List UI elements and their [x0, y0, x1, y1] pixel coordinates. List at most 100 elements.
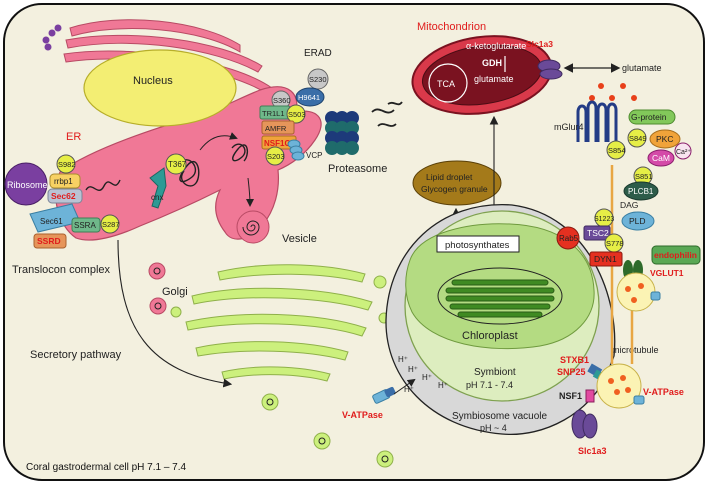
- nsf1c-label: NSF1C: [264, 139, 290, 148]
- calcium-ion: [674, 142, 692, 160]
- s230-label: S230: [309, 75, 327, 84]
- snp25-label: SNP25: [557, 367, 586, 377]
- tca-cycle: [428, 63, 468, 103]
- s230-site: [307, 68, 329, 90]
- vesicle-vatpase: [633, 395, 645, 405]
- slc1a3-mito-label: Slc1a3: [526, 39, 553, 49]
- vglut-vesicle: [596, 363, 642, 409]
- cell-label: Coral gastrodermal cell pH 7.1 – 7.4: [26, 462, 187, 473]
- slc1a3-vacuole-label: Slc1a3: [578, 446, 607, 456]
- proton-label: H⁺: [398, 355, 408, 364]
- t367-site: [165, 153, 187, 175]
- pld-label: PLD: [629, 216, 646, 226]
- s854-label: S854: [608, 146, 626, 155]
- secretory-arrow: [117, 239, 233, 388]
- tca-label: TCA: [437, 79, 455, 89]
- protein-tangle: [231, 143, 249, 162]
- endocytic-vesicle: [616, 272, 656, 312]
- ssra-label: SSRA: [74, 221, 96, 230]
- gdh-label: GDH: [482, 58, 502, 68]
- vesicle-label: Vesicle: [282, 233, 317, 245]
- s360-label: S360: [273, 96, 291, 105]
- dag-label: DAG: [620, 200, 638, 210]
- vesicle: [236, 210, 270, 244]
- h9641-label: H9641: [298, 93, 320, 102]
- s854-site: [606, 140, 626, 160]
- dyn1-label: DYN1: [594, 254, 617, 264]
- s287-site: [100, 214, 120, 234]
- h9641: [295, 87, 325, 107]
- peptide-fragments: [371, 101, 403, 127]
- mitochondrion: [411, 35, 553, 115]
- lipid-droplet: [412, 160, 502, 206]
- ssrd: [33, 233, 67, 249]
- s778-label: S778: [606, 239, 624, 248]
- nucleus: [83, 49, 237, 127]
- s849-label: S849: [629, 134, 647, 143]
- s203-site: [265, 146, 285, 166]
- photosynthates-box: [436, 235, 520, 253]
- vatpase-right-label: V-ATPase: [643, 387, 684, 397]
- gprotein: [628, 109, 676, 125]
- proteasome-label: Proteasome: [328, 163, 387, 175]
- proton-label: H⁺: [438, 381, 448, 390]
- amfr-label: AMFR: [265, 124, 287, 133]
- glutamate-out-label: glutamate: [622, 63, 662, 73]
- cam-label: CaM: [652, 153, 670, 163]
- symbiosome-label: Symbiosome vacuole: [452, 411, 547, 422]
- vcp-label: VCP: [306, 151, 322, 160]
- er-arrow: [199, 132, 238, 151]
- er-arrow: [245, 177, 254, 207]
- dyn1: [589, 251, 623, 267]
- slc1a3-transporter-mito: [539, 68, 563, 80]
- tr1l1-label: TR1L1: [262, 109, 285, 118]
- endophilin-label: endophilin: [654, 250, 697, 260]
- photosynthates-label: photosynthates: [445, 240, 510, 251]
- vatpase-left: [372, 386, 396, 404]
- vglut1-label: VGLUT1: [650, 268, 684, 278]
- chloroplast: [405, 223, 595, 350]
- plcb1-label: PLCB1: [628, 187, 654, 196]
- lipid-droplet-label: Lipid droplet: [426, 172, 473, 182]
- microtubule-label: microtubule: [612, 345, 659, 355]
- secretory-vesicles: [148, 262, 394, 468]
- mglur4-label: mGlur4: [554, 122, 584, 132]
- calnexin-cnx: [149, 167, 167, 209]
- proton-label: H⁺: [404, 385, 414, 394]
- ribosome-dots: [42, 24, 62, 51]
- golgi: [170, 264, 390, 382]
- erad-complex: S230 H9641 S360 TR1L1 S503 AMFR NSF1C S2…: [259, 68, 329, 166]
- slc1a3-transporter-vacuole: [582, 413, 598, 439]
- rrbp1-label: rrbp1: [54, 177, 73, 186]
- s1223-label: S1223: [594, 216, 614, 223]
- ssra: [71, 217, 101, 233]
- s849-site: [627, 128, 647, 148]
- s982-label: S982: [58, 160, 76, 169]
- t367-label: T367: [168, 160, 187, 169]
- s851-label: S851: [635, 172, 653, 181]
- er-label: ER: [66, 131, 81, 143]
- mitochondrion-label: Mitochondrion: [417, 21, 486, 33]
- glutamate-in-label: glutamate: [474, 74, 514, 84]
- pyrenoid-outline: [437, 267, 563, 325]
- translocon-label: Translocon complex: [12, 264, 111, 276]
- nsf1: [585, 389, 595, 403]
- gprotein-label: G-protein: [631, 112, 667, 122]
- s287-label: S287: [102, 220, 120, 229]
- pkc: [649, 129, 681, 149]
- ca-label: Ca²⁺: [676, 149, 691, 156]
- cnx-label: cnx: [151, 193, 163, 202]
- vesicle-cargo: [242, 220, 260, 236]
- pkc-label: PKC: [656, 134, 673, 144]
- sec62: [47, 188, 83, 204]
- proton-label: H⁺: [422, 373, 432, 382]
- vatpase-left-label: V-ATPase: [342, 410, 383, 420]
- nsf1-label: NSF1: [559, 391, 582, 401]
- erad-label: ERAD: [304, 48, 332, 59]
- tsc2: [583, 225, 611, 241]
- s503-site: [286, 104, 306, 124]
- plcb1: [623, 181, 659, 201]
- rrbp1: [49, 173, 81, 189]
- s982-site: [56, 154, 76, 174]
- s203-label: S203: [267, 152, 285, 161]
